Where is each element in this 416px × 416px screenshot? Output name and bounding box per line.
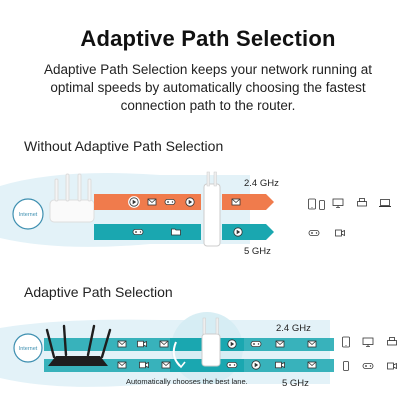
mail-icon <box>307 361 317 369</box>
page-description: Adaptive Path Selection keeps your netwo… <box>44 62 372 113</box>
internet-cloud-icon: Internet <box>13 333 43 363</box>
laptop-icon <box>378 199 392 207</box>
router-icon <box>45 324 112 366</box>
mail-icon <box>117 340 127 348</box>
monitor-icon <box>332 198 344 208</box>
band-label-5-without: 5 GHz <box>244 246 271 257</box>
phone-icon <box>343 361 349 371</box>
devices-5-without <box>308 229 345 237</box>
video-icon <box>137 340 147 348</box>
gamepad-icon <box>164 198 176 206</box>
mail-icon <box>147 198 157 206</box>
play-icon <box>227 339 237 349</box>
mail-icon <box>231 198 241 206</box>
play-icon <box>185 197 195 207</box>
internet-label: Internet <box>19 346 38 352</box>
folder-icon <box>171 228 181 236</box>
camera-icon <box>387 362 397 370</box>
devices-24-without <box>308 198 392 210</box>
gamepad-icon <box>362 362 374 370</box>
with-section: Internet <box>0 312 397 387</box>
auto-lane-note: Automatically chooses the best lane. <box>126 377 248 386</box>
play-icon <box>233 227 243 237</box>
arrow-head-icon <box>176 361 186 369</box>
gamepad-icon <box>226 361 238 369</box>
printer-icon <box>357 198 367 207</box>
internet-cloud-icon: Internet <box>12 198 44 230</box>
band-label-24-with: 2.4 GHz <box>276 323 311 334</box>
camera-icon <box>335 229 345 237</box>
gamepad-icon <box>308 229 320 237</box>
traffic-icons-24-without <box>126 194 241 210</box>
mail-icon <box>307 340 317 348</box>
band-label-5-with: 5 GHz <box>282 378 309 389</box>
video-icon <box>139 361 149 369</box>
section-label-with: Adaptive Path Selection <box>24 284 173 300</box>
internet-label: Internet <box>19 212 38 218</box>
mail-icon <box>117 361 127 369</box>
mail-icon <box>159 340 169 348</box>
band-label-24-without: 2.4 GHz <box>244 178 279 189</box>
extender-icon <box>201 317 221 367</box>
tablet-icon <box>342 336 350 348</box>
gamepad-icon <box>250 340 262 348</box>
extender-icon <box>203 171 221 247</box>
mail-icon <box>161 361 171 369</box>
router-icon <box>49 173 95 223</box>
phone-icon <box>319 200 325 210</box>
lane-5ghz <box>94 224 274 240</box>
lane-24ghz <box>94 194 274 210</box>
video-icon <box>275 361 285 369</box>
mail-icon <box>275 340 285 348</box>
printer-icon <box>387 337 397 346</box>
devices-24-with <box>342 336 397 348</box>
play-icon <box>129 197 139 207</box>
section-label-without: Without Adaptive Path Selection <box>24 138 224 154</box>
gamepad-icon <box>132 228 144 236</box>
page-title: Adaptive Path Selection <box>80 26 336 51</box>
without-section: Internet <box>0 171 392 247</box>
tablet-icon <box>308 198 316 210</box>
devices-5-with <box>343 361 397 371</box>
monitor-icon <box>362 337 374 347</box>
play-icon <box>251 360 261 370</box>
